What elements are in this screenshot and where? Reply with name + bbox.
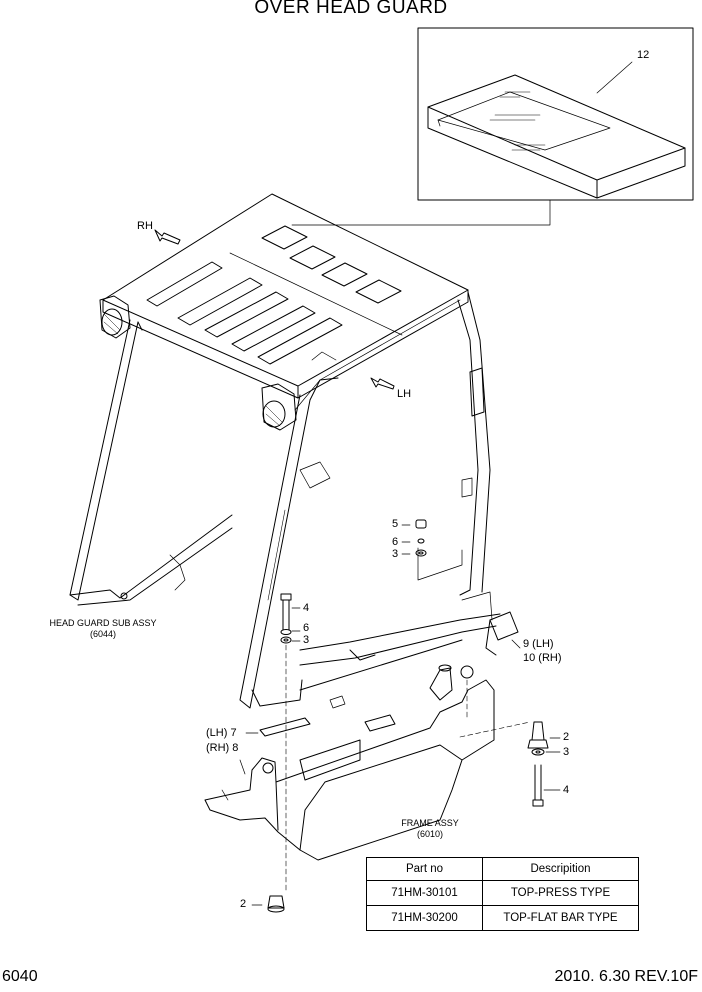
- callout-rh: RH: [137, 220, 153, 232]
- header-description: Descripition: [482, 857, 639, 881]
- row2-description: TOP-FLAT BAR TYPE: [482, 905, 639, 931]
- callout-3-left: 3: [303, 634, 310, 646]
- callout-3-right: 3: [563, 746, 570, 758]
- rh-work-lamp: [99, 295, 131, 339]
- page-code: 6040: [2, 968, 38, 985]
- hardware-stack-right-top: [401, 519, 427, 557]
- header-part-no: Part no: [366, 857, 483, 881]
- parts-table-header: Part no Descripition: [366, 857, 639, 881]
- rh-pillar: [69, 319, 233, 606]
- callout-2-bottom: 2: [240, 898, 247, 910]
- callout-lh: LH: [397, 388, 412, 400]
- row2-part-no: 71HM-30200: [366, 905, 483, 931]
- frame-assy-name: FRAME ASSY: [401, 818, 459, 828]
- callout-leaders: [245, 639, 521, 734]
- head-guard-lower-rail: [299, 547, 501, 666]
- top-plate-detail-inset: [291, 27, 694, 226]
- callout-6-upper: 6: [392, 536, 399, 548]
- callout-6-left: 6: [303, 622, 310, 634]
- head-guard-assy-ref: (6044): [89, 629, 116, 639]
- callout-7-lh: (LH) 7: [206, 727, 237, 739]
- callout-12: 12: [637, 49, 650, 61]
- callout-4-right: 4: [563, 784, 570, 796]
- lh-direction-arrow: [370, 377, 395, 390]
- row1-description: TOP-PRESS TYPE: [482, 880, 639, 906]
- row1-part-no: 71HM-30101: [366, 880, 483, 906]
- mount-bracket-lh9-rh10: [485, 611, 519, 656]
- hardware-stack-right-bottom: [459, 721, 561, 807]
- rh-direction-arrow: [154, 229, 181, 245]
- revision-date: 2010. 6.30 REV.10F: [554, 968, 698, 985]
- head-guard-assy-name: HEAD GUARD SUB ASSY: [49, 618, 157, 628]
- frame-assembly: [204, 639, 495, 861]
- callout-8-rh: (RH) 8: [206, 742, 239, 754]
- bottom-mount-rubber: [251, 895, 285, 913]
- callout-9-lh: 9 (LH): [523, 638, 554, 650]
- table-row: 71HM-30200 TOP-FLAT BAR TYPE: [366, 905, 639, 931]
- table-row: 71HM-30101 TOP-PRESS TYPE: [366, 880, 639, 906]
- overhead-guard-roof: [102, 193, 469, 399]
- callout-2-right: 2: [563, 731, 570, 743]
- parts-table: Part no Descripition 71HM-30101 TOP-PRES…: [366, 857, 639, 931]
- lh-rear-pillar: [457, 291, 491, 596]
- callout-10-rh: 10 (RH): [523, 652, 562, 664]
- page-title: OVER HEAD GUARD: [254, 0, 448, 18]
- lh-work-lamp: [261, 383, 297, 431]
- callout-3-upper: 3: [392, 548, 399, 560]
- mount-bracket-lh7-rh8: [259, 717, 311, 737]
- callout-5: 5: [392, 518, 399, 530]
- frame-assy-ref: (6010): [416, 829, 443, 839]
- lh-front-pillar: [239, 299, 461, 709]
- callout-4-left: 4: [303, 602, 310, 614]
- hardware-stack-left: [280, 593, 301, 891]
